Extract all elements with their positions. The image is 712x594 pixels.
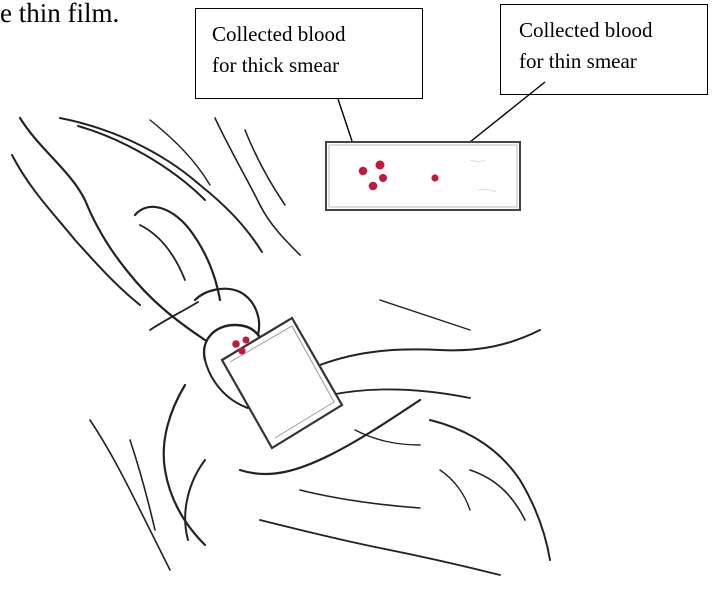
- arrow-thin-smear: [460, 82, 545, 150]
- spreader-slide: [222, 318, 342, 448]
- thin-smear-drop: [431, 174, 438, 181]
- glass-slide: [326, 142, 520, 210]
